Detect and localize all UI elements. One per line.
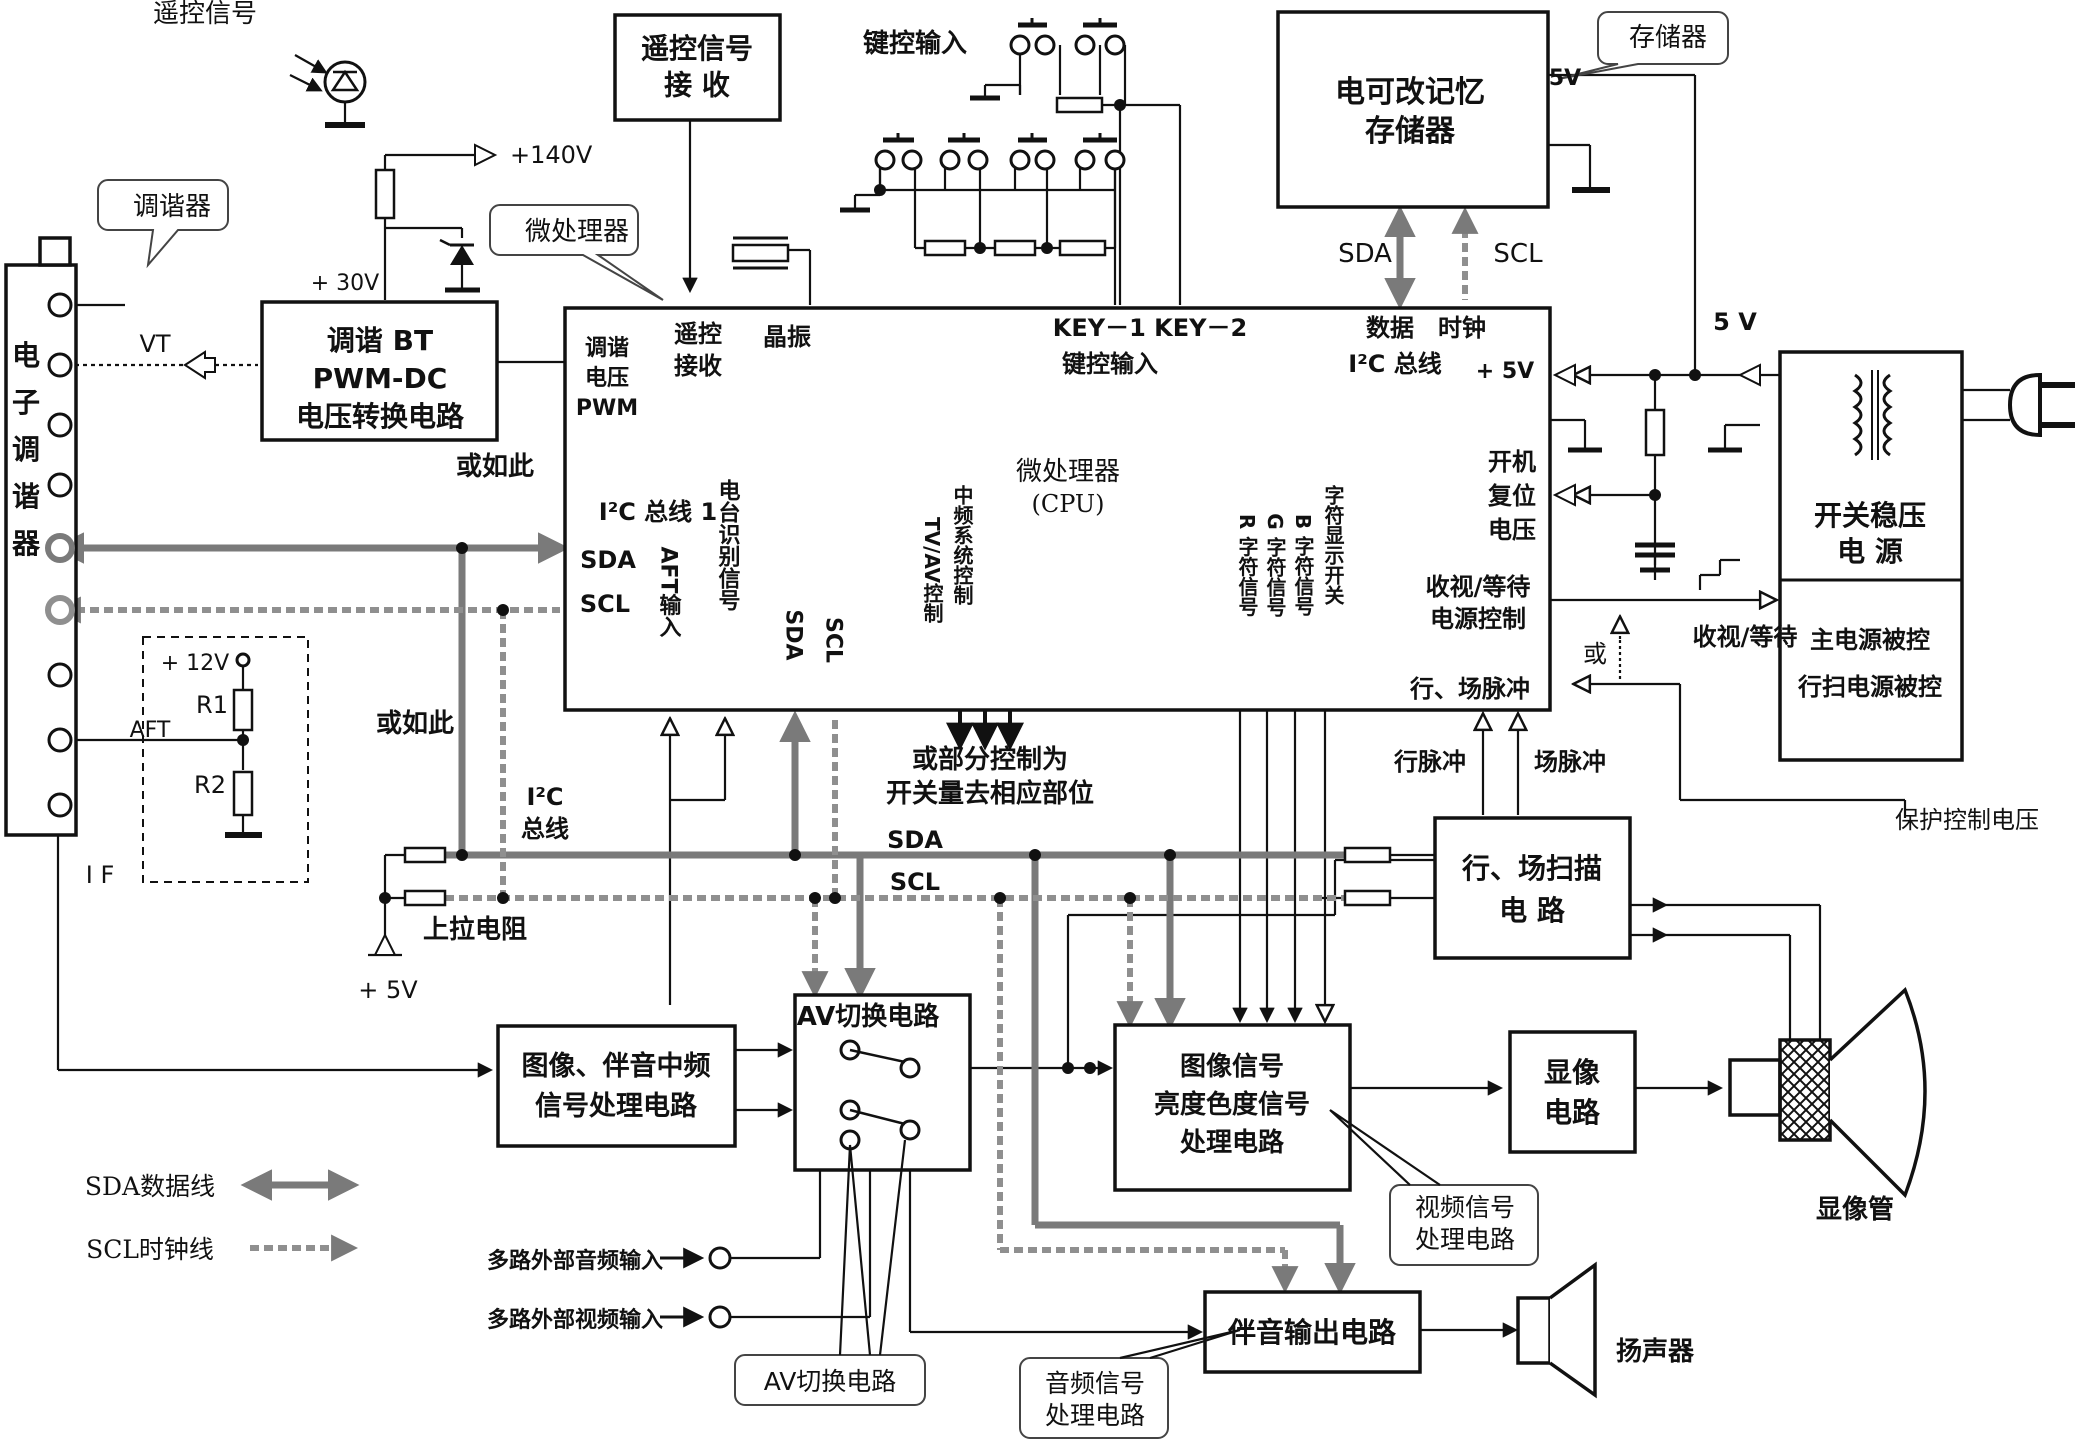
cpu_pins-sda: SDA [580, 546, 636, 574]
labels-vt: VT [139, 330, 170, 358]
cpu_pins-i2c_data: 数据 [1366, 314, 1414, 342]
cpu_pins-reset: 开机复位电压 [1487, 448, 1536, 544]
labels-v30: + 30V [311, 271, 379, 296]
blocks-if_proc: 图像、伴音中频信号处理电路 [522, 1050, 711, 1122]
cpu_pins-keys: KEY－1 KEY－2 [1053, 314, 1248, 342]
if-proc-block [496, 1024, 737, 1148]
cpu_pins-plus5v: + 5V [1476, 359, 1534, 384]
cpu_pins-if_ctrl: 中频系统控制 [950, 484, 974, 606]
labels-sda_bus: SDA [887, 826, 943, 854]
i2c-sda-bus [52, 205, 1416, 1295]
labels-aft: AFT [130, 718, 171, 743]
display-block [1508, 1030, 1637, 1154]
labels-scl_mem: SCL [1493, 239, 1543, 269]
remote-receiver-block [613, 13, 782, 122]
callouts-video: 视频信号处理电路 [1415, 1193, 1515, 1254]
cpu_pins-scl_v: SCL [821, 617, 846, 663]
labels-v140: +140V [510, 141, 593, 169]
scan-block [1433, 816, 1632, 960]
cpu_pins-sda_v: SDA [781, 609, 806, 660]
labels-v5_bottom: + 5V [358, 976, 418, 1004]
labels-r1: R1 [196, 691, 228, 719]
labels-partial_ctrl: 或部分控制为开关量去相应部位 [886, 745, 1094, 809]
blocks-eeprom: 电可改记忆存储器 [1335, 75, 1485, 149]
labels-remote_signal: 遥控信号 [153, 0, 257, 29]
labels-if: I F [86, 861, 115, 889]
blocks-psu: 开关稳压电 源 [1814, 499, 1926, 568]
components [183, 18, 2075, 1399]
video-proc-block [1113, 1023, 1352, 1192]
labels-v_pulse: 场脉冲 [1534, 748, 1606, 776]
cpu_pins-i2c_bus1: I²C 总线 1 [599, 498, 717, 526]
labels-h_pulse: 行脉冲 [1393, 748, 1466, 776]
cpu_pins-standby: 收视/等待电源控制 [1426, 573, 1531, 633]
aft-dashed-box [142, 636, 309, 883]
labels-sda_mem: SDA [1338, 239, 1392, 269]
labels-scl_bus: SCL [890, 868, 940, 896]
callouts-memory: 存储器 [1629, 23, 1707, 53]
cpu_pins-b_char: B 字符信号 [1291, 514, 1315, 616]
blocks-psu_ctrl2: 行扫电源被控 [1797, 673, 1942, 701]
labels-speaker: 扬声器 [1616, 1337, 1695, 1367]
callouts-cpu: 微处理器 [525, 217, 629, 247]
audio-out-block [1203, 1290, 1422, 1374]
blocks-tuner_vertical: 电子调谐器 [11, 339, 41, 560]
labels-or_small: 或 [1583, 640, 1607, 668]
cpu_pins-hv_pulse: 行、场脉冲 [1409, 675, 1530, 703]
cpu-block [563, 306, 1552, 712]
blocks-cpu_label: 微处理器 [1016, 457, 1120, 487]
tuning-converter-block [260, 300, 499, 442]
blocks-psu_ctrl1: 主电源被控 [1810, 626, 1930, 654]
labels-pullup: 上拉电阻 [423, 914, 527, 945]
labels-audio_in: 多路外部音频输入 [487, 1248, 663, 1274]
labels-or_like2: 或如此 [376, 709, 454, 739]
cpu_pins-station_id: 电台识别信号 [715, 479, 742, 611]
labels-legend_scl: SCL时钟线 [86, 1235, 214, 1264]
cpu_pins-g_char: G 字符信号 [1263, 513, 1287, 616]
cpu_pins-char_en: 字符显示开关 [1321, 484, 1345, 606]
labels-standby_right: 收视/等待 [1693, 623, 1798, 651]
tuner-connector [38, 236, 72, 267]
blocks-video_proc: 图像信号亮度色度信号处理电路 [1154, 1052, 1310, 1158]
blocks-audio_out: 伴音输出电路 [1227, 1316, 1397, 1349]
cpu_pins-remote: 遥控接收 [674, 320, 722, 380]
i2c-scl-bus [53, 206, 1479, 1294]
labels-video_in: 多路外部视频输入 [487, 1307, 663, 1333]
blocks-remote_rx: 遥控信号接 收 [641, 32, 753, 101]
callouts-tuner: 调谐器 [133, 192, 211, 222]
labels-v12: + 12V [161, 651, 229, 676]
av-switch-block [793, 993, 972, 1172]
labels-crt: 显像管 [1816, 1195, 1894, 1225]
eeprom-block [1276, 10, 1550, 209]
labels-r2: R2 [194, 771, 226, 799]
cpu_pins-crystal: 晶振 [763, 323, 811, 351]
cpu_pins-i2c_bus: I²C 总线 [1348, 350, 1441, 378]
labels-v5_top: 5V [1549, 66, 1581, 91]
cpu_pins-scl: SCL [580, 590, 630, 618]
cpu_pins-aft_in: AFT输入 [656, 546, 682, 637]
cpu_pins-tvav_ctrl: TV/AV控制 [920, 517, 944, 624]
labels-v5_mid: 5 V [1713, 308, 1757, 336]
cpu_pins-r_char: R 字符信号 [1235, 514, 1259, 616]
callouts [97, 11, 1729, 1439]
blocks-av_switch: AV切换电路 [797, 1001, 940, 1032]
blocks-cpu_sub: (CPU) [1031, 490, 1104, 518]
legend [240, 1169, 360, 1262]
labels-key_input: 键控输入 [863, 28, 967, 59]
labels-or_like1: 或如此 [456, 452, 534, 482]
callouts-av: AV切换电路 [764, 1367, 897, 1396]
blocks-scan: 行、场扫描电 路 [1461, 852, 1602, 927]
blocks-display: 显像电路 [1544, 1056, 1601, 1129]
cpu_pins-i2c_clock: 时钟 [1438, 314, 1486, 342]
labels-protect: 保护控制电压 [1895, 806, 2039, 834]
callouts-audio: 音频信号处理电路 [1045, 1369, 1145, 1430]
tuner-pins [45, 292, 75, 818]
labels-legend_sda: SDA数据线 [85, 1172, 215, 1201]
cpu_pins-keys_label: 键控输入 [1062, 350, 1158, 378]
